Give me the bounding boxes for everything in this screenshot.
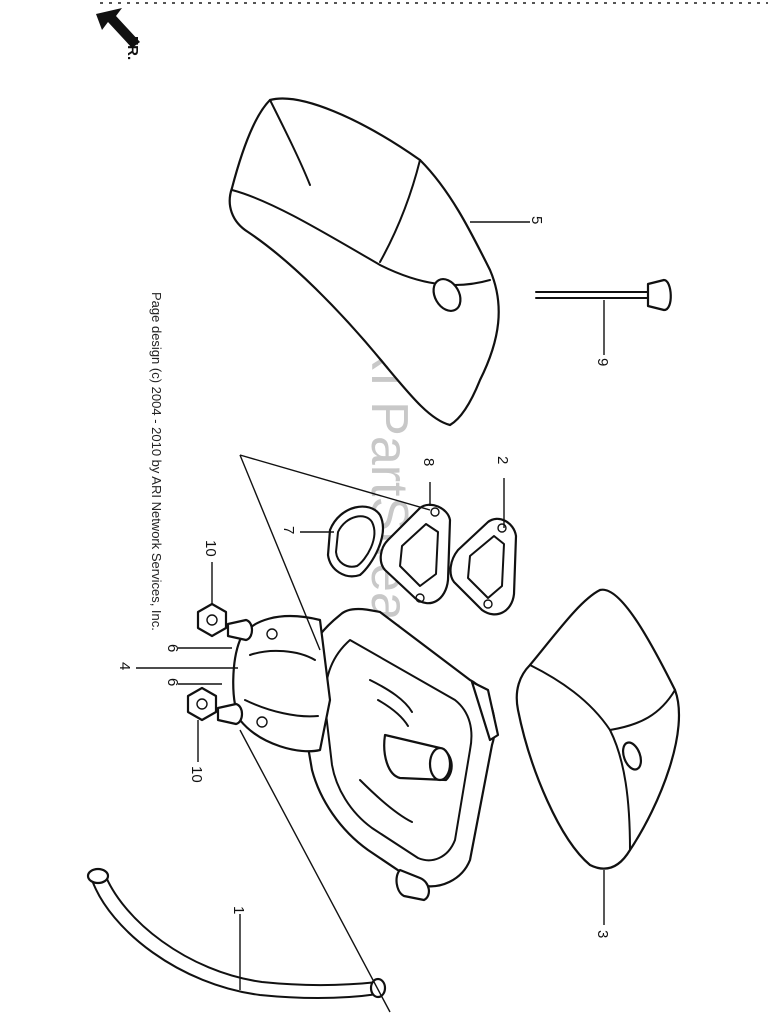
o-ring-gasket [326,505,384,578]
callout-3: 3 [594,930,611,938]
callout-8: 8 [420,458,437,466]
callout-6a: 6 [164,644,181,652]
callout-5: 5 [528,216,545,224]
leader-lines [136,221,605,1013]
callout-6b: 6 [164,678,181,686]
nut-10-upper [196,602,228,638]
gasket-8 [379,503,452,605]
gasket-2 [449,517,518,616]
air-filter-element [515,588,680,870]
front-arrow-icon [96,8,140,48]
callout-1: 1 [230,906,247,914]
nut-10-lower [186,686,218,722]
cover-bolt [535,278,672,312]
callout-4: 4 [116,662,133,670]
callout-7: 7 [280,526,297,534]
breather-hose [86,867,387,999]
callout-2: 2 [494,456,511,464]
front-marker-label: FR. [124,36,141,60]
callout-10a: 10 [202,540,219,557]
callout-10b: 10 [188,766,205,783]
callouts: 1 2 3 4 5 6 6 7 8 9 10 10 [116,216,611,938]
collar-6-lower [216,702,244,726]
air-cleaner-case [232,607,500,902]
air-cleaner-cover [228,97,500,427]
callout-9: 9 [594,358,611,366]
collar-6-upper [226,618,254,642]
copyright-credit: Page design (c) 2004 - 2010 by ARI Netwo… [149,292,164,631]
